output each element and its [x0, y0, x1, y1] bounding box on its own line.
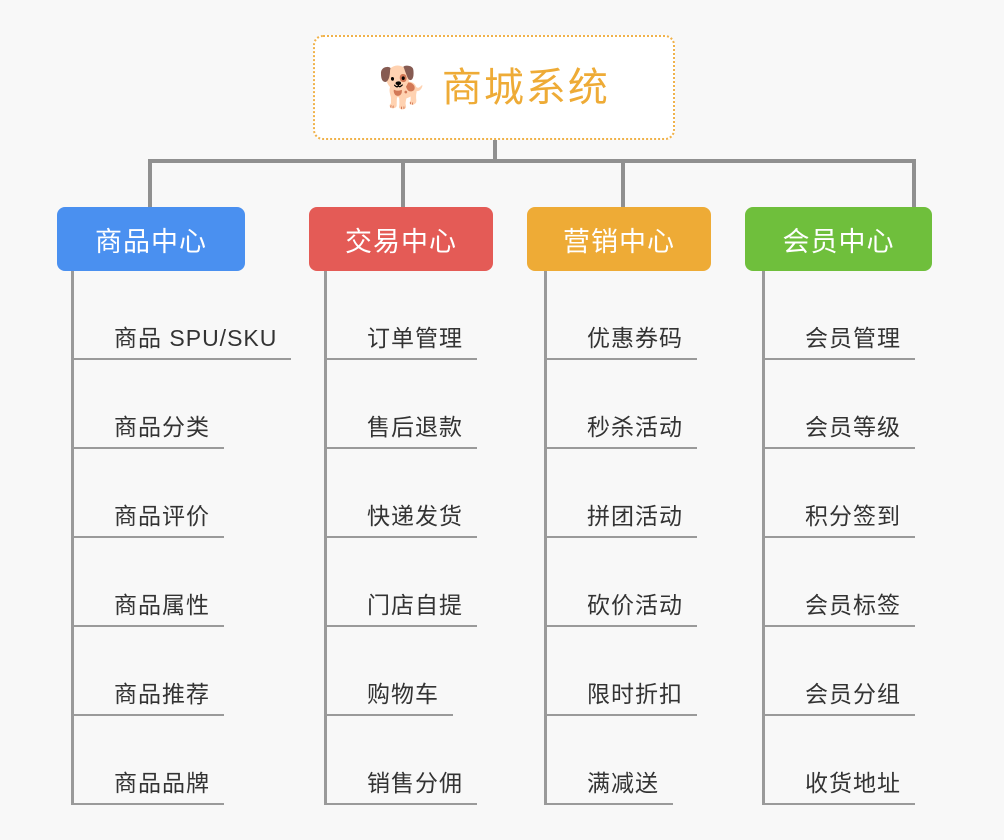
leaf-underline — [544, 714, 697, 716]
leaf-item[interactable]: 满减送 — [544, 716, 693, 805]
leaf-item-label: 商品推荐 — [114, 681, 210, 707]
connector-root-stem — [493, 140, 497, 163]
leaf-item[interactable]: 商品评价 — [71, 449, 287, 538]
leaf-underline — [324, 536, 477, 538]
leaf-item[interactable]: 会员标签 — [762, 538, 915, 627]
leaf-item-label: 会员标签 — [805, 592, 901, 618]
leaf-underline — [762, 625, 915, 627]
leaf-item-label: 商品评价 — [114, 503, 210, 529]
leaf-trunk — [544, 271, 547, 805]
leaf-item[interactable]: 会员分组 — [762, 627, 915, 716]
leaf-underline — [762, 714, 915, 716]
leaf-item[interactable]: 优惠券码 — [544, 271, 697, 360]
leaf-item[interactable]: 商品品牌 — [71, 716, 287, 805]
leaf-item[interactable]: 门店自提 — [324, 538, 477, 627]
leaf-item[interactable]: 会员管理 — [762, 271, 915, 360]
leaf-item[interactable]: 销售分佣 — [324, 716, 477, 805]
leaf-item-label: 门店自提 — [367, 592, 463, 618]
leaf-trunk — [324, 271, 327, 805]
category-box-3[interactable]: 营销中心 — [527, 207, 711, 271]
leaf-item-label: 砍价活动 — [587, 592, 683, 618]
leaf-item-label: 快递发货 — [367, 503, 463, 529]
shiba-inu-dog-face-icon: 🐕 — [378, 64, 428, 111]
leaf-underline — [544, 625, 697, 627]
leaf-item-label: 商品品牌 — [114, 770, 210, 796]
leaf-item[interactable]: 会员等级 — [762, 360, 915, 449]
leaf-item[interactable]: 收货地址 — [762, 716, 915, 805]
root-node[interactable]: 🐕 商城系统 — [313, 35, 675, 140]
category-box-1[interactable]: 商品中心 — [57, 207, 245, 271]
leaf-underline — [71, 803, 224, 805]
leaf-item[interactable]: 商品分类 — [71, 360, 287, 449]
leaf-item[interactable]: 积分签到 — [762, 449, 915, 538]
connector-drop-2 — [401, 159, 405, 207]
leaf-column-3: 优惠券码秒杀活动拼团活动砍价活动限时折扣满减送 — [544, 271, 697, 805]
leaf-item-label: 优惠券码 — [587, 325, 683, 351]
leaf-item-label: 订单管理 — [367, 325, 463, 351]
leaf-underline — [324, 358, 477, 360]
leaf-underline — [324, 625, 477, 627]
leaf-item[interactable]: 售后退款 — [324, 360, 477, 449]
leaf-underline — [71, 625, 224, 627]
leaf-item-label: 满减送 — [587, 770, 659, 796]
category-label-4: 会员中心 — [782, 226, 895, 257]
leaf-trunk — [762, 271, 765, 805]
leaf-underline — [544, 803, 673, 805]
leaf-underline — [324, 714, 453, 716]
leaf-item-label: 销售分佣 — [367, 770, 463, 796]
category-box-4[interactable]: 会员中心 — [745, 207, 932, 271]
leaf-underline — [71, 714, 224, 716]
leaf-underline — [762, 536, 915, 538]
leaf-item-label: 售后退款 — [367, 414, 463, 440]
leaf-underline — [762, 803, 915, 805]
leaf-column-2: 订单管理售后退款快递发货门店自提购物车销售分佣 — [324, 271, 477, 805]
leaf-item-label: 积分签到 — [805, 503, 901, 529]
leaf-item[interactable]: 商品推荐 — [71, 627, 287, 716]
leaf-item[interactable]: 秒杀活动 — [544, 360, 697, 449]
category-box-2[interactable]: 交易中心 — [309, 207, 493, 271]
leaf-underline — [324, 447, 477, 449]
leaf-item-label: 会员等级 — [805, 414, 901, 440]
leaf-item-label: 拼团活动 — [587, 503, 683, 529]
leaf-item-label: 商品属性 — [114, 592, 210, 618]
leaf-item[interactable]: 限时折扣 — [544, 627, 697, 716]
category-label-3: 营销中心 — [563, 226, 675, 257]
leaf-item-label: 商品分类 — [114, 414, 210, 440]
leaf-column-4: 会员管理会员等级积分签到会员标签会员分组收货地址 — [762, 271, 915, 805]
connector-horizontal-bus — [148, 159, 916, 163]
root-node-label: 商城系统 — [441, 65, 610, 110]
leaf-trunk — [71, 271, 74, 805]
leaf-underline — [544, 358, 697, 360]
leaf-item[interactable]: 购物车 — [324, 627, 473, 716]
leaf-underline — [71, 358, 291, 360]
leaf-item-label: 会员管理 — [805, 325, 901, 351]
connector-drop-3 — [621, 159, 625, 207]
leaf-item[interactable]: 订单管理 — [324, 271, 477, 360]
leaf-column-1: 商品 SPU/SKU 商品分类商品评价商品属性商品推荐商品品牌 — [71, 271, 291, 805]
leaf-item-label: 秒杀活动 — [587, 414, 683, 440]
leaf-underline — [762, 358, 915, 360]
leaf-underline — [544, 447, 697, 449]
leaf-item-label: 限时折扣 — [587, 681, 683, 707]
leaf-item-label: 会员分组 — [805, 681, 901, 707]
leaf-underline — [762, 447, 915, 449]
leaf-item-label: 收货地址 — [805, 770, 901, 796]
leaf-item[interactable]: 砍价活动 — [544, 538, 697, 627]
leaf-item-label: 商品 SPU/SKU — [114, 325, 278, 351]
category-label-2: 交易中心 — [345, 226, 457, 257]
leaf-underline — [544, 536, 697, 538]
leaf-item[interactable]: 快递发货 — [324, 449, 477, 538]
leaf-underline — [71, 536, 224, 538]
connector-drop-1 — [148, 159, 152, 207]
leaf-item[interactable]: 商品 SPU/SKU — [71, 271, 291, 360]
leaf-item-label: 购物车 — [367, 681, 439, 707]
category-label-1: 商品中心 — [95, 226, 207, 257]
connector-drop-4 — [912, 159, 916, 207]
leaf-item[interactable]: 商品属性 — [71, 538, 287, 627]
leaf-underline — [324, 803, 477, 805]
leaf-underline — [71, 447, 224, 449]
leaf-item[interactable]: 拼团活动 — [544, 449, 697, 538]
